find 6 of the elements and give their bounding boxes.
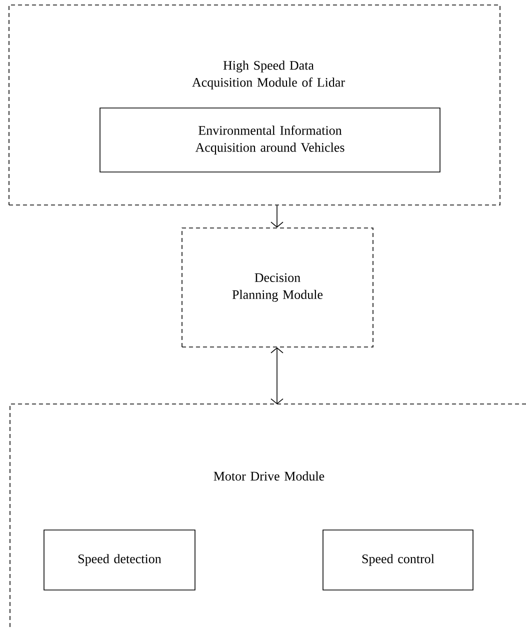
module-box: Decision Planning Module xyxy=(182,228,374,348)
process-box: Speed detection xyxy=(44,530,196,590)
process-box: Speed control xyxy=(322,530,474,590)
process-box: Environmental Information Acquisition around Vehicles xyxy=(100,108,440,172)
arrow xyxy=(270,205,284,228)
arrow xyxy=(270,347,284,404)
